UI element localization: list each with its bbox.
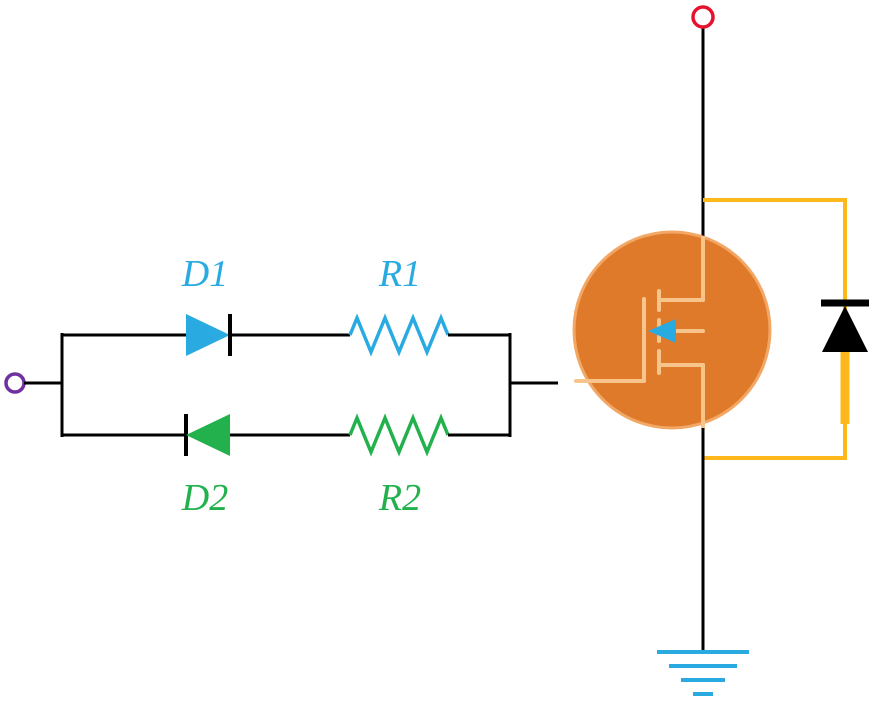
branch-d1-r1: [62, 313, 510, 357]
label-r2: R2: [378, 477, 421, 519]
branch-d2-r2: [62, 413, 510, 457]
drain-terminal: [691, 5, 715, 29]
label-d1: D1: [181, 253, 228, 295]
input-terminal: [4, 372, 26, 394]
ground-symbol: [657, 650, 749, 696]
diode-d1: [186, 314, 230, 356]
resistor-r2: [348, 413, 450, 457]
input-network: D1 R1 D2 R2: [4, 253, 558, 519]
mosfet-symbol: [574, 236, 705, 430]
resistor-r1: [348, 313, 450, 357]
label-d2: D2: [181, 477, 228, 519]
diode-d2: [186, 414, 230, 456]
mosfet-body-arrow-icon: [648, 319, 676, 343]
power-stage: [572, 5, 869, 696]
label-r1: R1: [378, 253, 421, 295]
body-diode: [822, 306, 868, 352]
